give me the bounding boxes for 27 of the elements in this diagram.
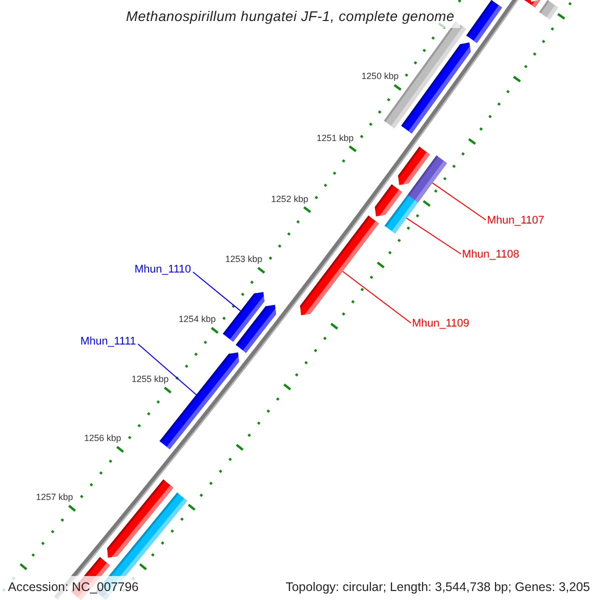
leader-line: [406, 218, 462, 254]
gene-bar: [398, 146, 430, 186]
scale-label: 1252 kbp: [271, 194, 308, 204]
gene-bar: [236, 304, 276, 353]
gene-label: Mhun_1109: [412, 318, 470, 330]
scale-label: 1256 kbp: [84, 433, 122, 444]
gene-bar: [300, 216, 379, 316]
gene-bar: [401, 42, 471, 134]
gene-bar: [374, 184, 402, 216]
scale-label: 1254 kbp: [178, 314, 216, 324]
scale-label: 1257 kbp: [36, 492, 74, 502]
gene-label: Mhun_1110: [134, 264, 191, 276]
leader-line: [192, 272, 242, 312]
gene-label: Mhun_1108: [462, 248, 520, 262]
scale-label: 1251 kbp: [316, 132, 354, 143]
scale-label: 1253 kbp: [225, 254, 262, 264]
gene-bar: [466, 0, 502, 44]
leader-line: [342, 270, 412, 324]
gene-label: Mhun_1107: [487, 214, 544, 228]
leader-line: [432, 182, 486, 220]
scale-label: 1255 kbp: [132, 374, 169, 384]
leader-line: [138, 344, 197, 396]
scale-label: 1250 kbp: [362, 71, 399, 82]
genome-info-text: Topology: circular; Length: 3,544,738 bp; Genes: 3,205: [286, 580, 590, 594]
gene-bar: [524, 0, 540, 8]
gene-label: Mhun_1111: [80, 336, 136, 348]
gene-bar: [539, 0, 558, 20]
